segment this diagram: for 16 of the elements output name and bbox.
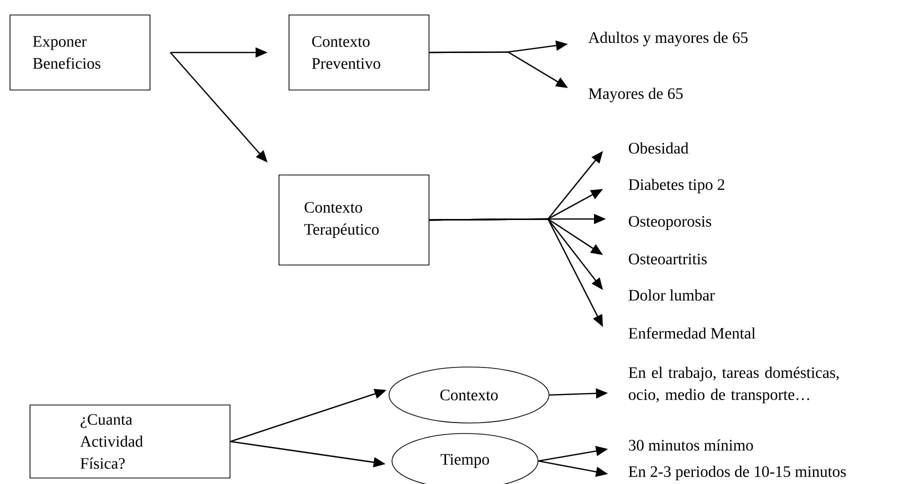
item-text: Enfermedad Mental: [628, 327, 756, 339]
item-text: En 2-3 periodos de 10-15 minutos: [628, 466, 846, 480]
item-text: En el trabajo, tareas domésticas, ocio, medio de transporte…: [628, 366, 839, 404]
process-box: Exponer Beneficios: [10, 14, 150, 90]
process-box: Contexto Preventivo: [288, 14, 430, 90]
item-text: Mayores de 65: [588, 88, 683, 102]
item-text: Osteoartritis: [628, 254, 707, 264]
process-box: ¿Cuanta Actividad Física?: [30, 404, 230, 478]
item-text: Dolor lumbar: [628, 289, 715, 301]
item-text: Osteoporosis: [628, 216, 712, 230]
oval: Contexto: [388, 366, 550, 424]
item-text: Adultos y mayores de 65: [588, 32, 748, 46]
item-text: Diabetes tipo 2: [628, 178, 724, 194]
process-box: Contexto Terapéutico: [278, 174, 430, 266]
item-text: 30 minutos mínimo: [628, 439, 753, 451]
item-text: Obesidad: [628, 142, 688, 154]
